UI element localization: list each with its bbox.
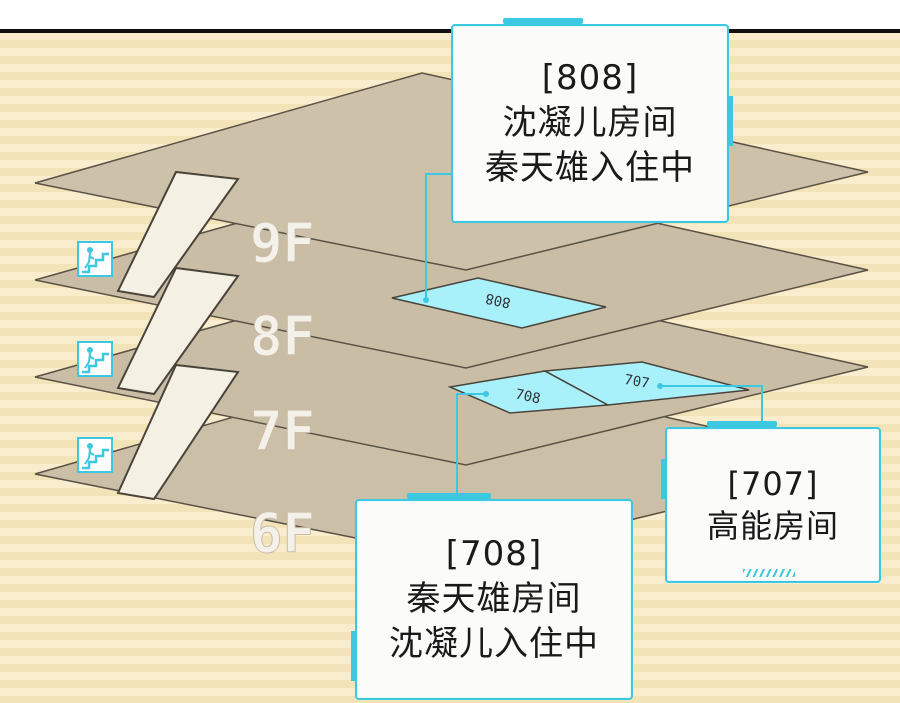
stairs-icon — [77, 437, 113, 473]
callout-808-status: 秦天雄入住中 — [485, 147, 695, 188]
callout-stripe-decoration — [743, 569, 795, 577]
callout-808-room-name: 沈凝儿房间 — [502, 103, 678, 144]
stairs-icon — [77, 341, 113, 377]
room-707-label: 707 — [623, 372, 651, 392]
room-708-label: 708 — [514, 387, 542, 408]
callout-side-bar — [728, 96, 733, 146]
connector-dot-808 — [423, 297, 429, 303]
connector-707 — [660, 385, 763, 427]
top-strip — [0, 0, 900, 30]
callout-707-room-number: [707] — [727, 464, 819, 503]
callout-room-707: [707] 高能房间 — [661, 421, 881, 583]
callout-side-bar — [351, 631, 356, 681]
stair-opening-8f — [116, 266, 240, 396]
callout-708-room-number: [708] — [445, 534, 543, 575]
room-808-area — [391, 277, 607, 329]
callout-room-708: [708] 秦天雄房间 沈凝儿入住中 — [351, 493, 633, 700]
stair-opening-9f — [116, 170, 240, 299]
callout-708-room-name: 秦天雄房间 — [406, 579, 582, 620]
stair-opening-7f — [116, 363, 240, 501]
callout-room-808: [808] 沈凝儿房间 秦天雄入住中 — [451, 18, 733, 223]
callout-tab — [503, 18, 583, 24]
callout-808-room-number: [808] — [541, 58, 639, 99]
connector-dot-707 — [657, 383, 663, 389]
room-707-area — [542, 361, 750, 406]
room-808-label: 808 — [484, 290, 512, 311]
floor-label-7f: 7F — [250, 400, 315, 463]
floor-label-8f: 8F — [250, 305, 315, 368]
connector-dot-708 — [483, 391, 489, 397]
callout-707-room-name: 高能房间 — [706, 507, 839, 545]
connector-708 — [456, 393, 486, 499]
callout-side-bar — [661, 459, 666, 499]
callout-708-status: 沈凝儿入住中 — [389, 623, 599, 664]
callout-tab — [707, 421, 777, 427]
floor-label-9f: 9F — [250, 212, 315, 275]
floor-label-6f: 6F — [250, 502, 315, 565]
connector-808 — [425, 173, 451, 300]
callout-tab — [407, 493, 491, 499]
stairs-icon — [77, 241, 113, 277]
